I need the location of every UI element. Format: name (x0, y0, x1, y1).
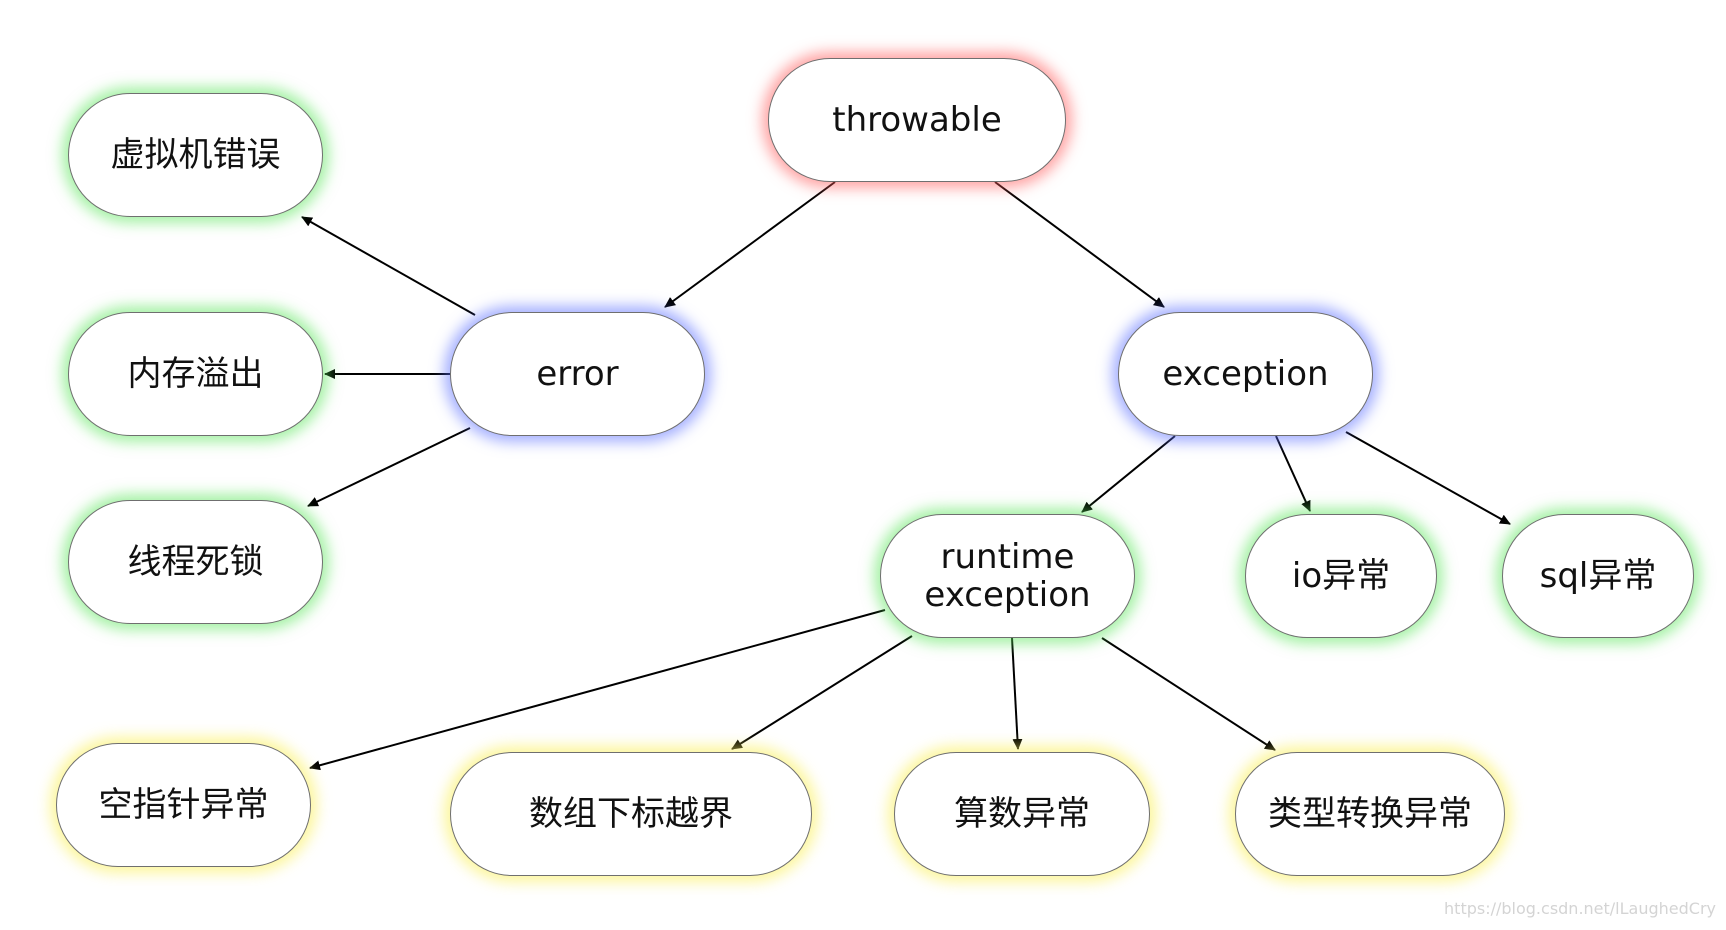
node-exception[interactable]: exception (1118, 312, 1373, 436)
edge-error-thread-deadlock (307, 427, 471, 507)
edge-exception-sql (1345, 431, 1511, 525)
node-out-of-memory[interactable]: 内存溢出 (68, 312, 323, 436)
edge-exception-io (1275, 435, 1311, 512)
watermark-text: https://blog.csdn.net/lLaughedCry (1444, 899, 1716, 918)
edge-throwable-exception (994, 181, 1165, 308)
edge-error-vm-error (301, 216, 476, 316)
node-io-exception[interactable]: io异常 (1245, 514, 1437, 638)
edge-throwable-error (664, 181, 836, 308)
node-error[interactable]: error (450, 312, 705, 436)
node-index-out-of-bounds[interactable]: 数组下标越界 (450, 752, 812, 876)
node-vm-error[interactable]: 虚拟机错误 (68, 93, 323, 217)
node-sql-exception[interactable]: sql异常 (1502, 514, 1694, 638)
edge-runtime-arithmetic (1011, 637, 1023, 750)
edge-runtime-index (731, 635, 913, 750)
node-null-pointer[interactable]: 空指针异常 (56, 743, 311, 867)
edge-runtime-class-cast (1101, 637, 1276, 751)
node-thread-deadlock[interactable]: 线程死锁 (68, 500, 323, 624)
node-class-cast[interactable]: 类型转换异常 (1235, 752, 1505, 876)
edge-runtime-null-pointer (309, 609, 886, 771)
node-runtime-exception[interactable]: runtime exception (880, 514, 1135, 638)
node-arithmetic[interactable]: 算数异常 (894, 752, 1150, 876)
edge-exception-runtime (1081, 435, 1176, 513)
node-throwable[interactable]: throwable (768, 58, 1066, 182)
